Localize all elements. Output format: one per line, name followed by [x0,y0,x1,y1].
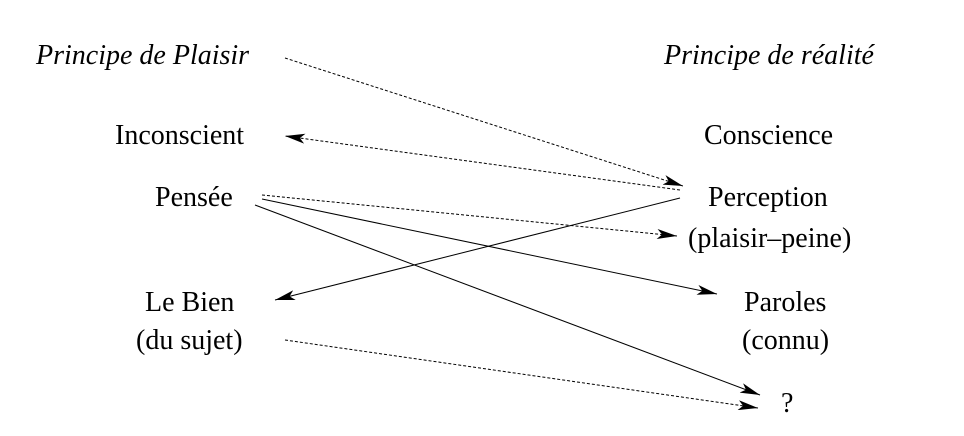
node-pensee: Pensée [155,182,233,213]
node-conscience: Conscience [704,120,834,151]
node-du-sujet: (du sujet) [136,325,243,356]
arrow-perception-to-inconscient [284,133,681,191]
node-plaisir-peine: (plaisir–peine) [688,223,852,254]
arrow-plaisir-to-perception [284,57,684,187]
node-inconscient: Inconscient [115,120,245,151]
node-connu: (connu) [742,325,830,356]
arrow-dusujet-to-question [284,339,759,411]
node-le-bien: Le Bien [145,287,235,318]
node-paroles: Paroles [744,287,827,318]
arrow-pensee-to-plaisir-peine [261,194,678,240]
arrow-pensee-to-question [254,204,761,396]
heading-principe-de-plaisir: Principe de Plaisir [36,40,250,71]
node-perception: Perception [708,182,828,213]
node-question-mark: ? [781,388,794,419]
heading-principe-de-realite: Principe de réalité [664,40,874,71]
arrow-perception-to-lebien [274,197,681,301]
arrow-pensee-to-paroles [261,198,718,295]
